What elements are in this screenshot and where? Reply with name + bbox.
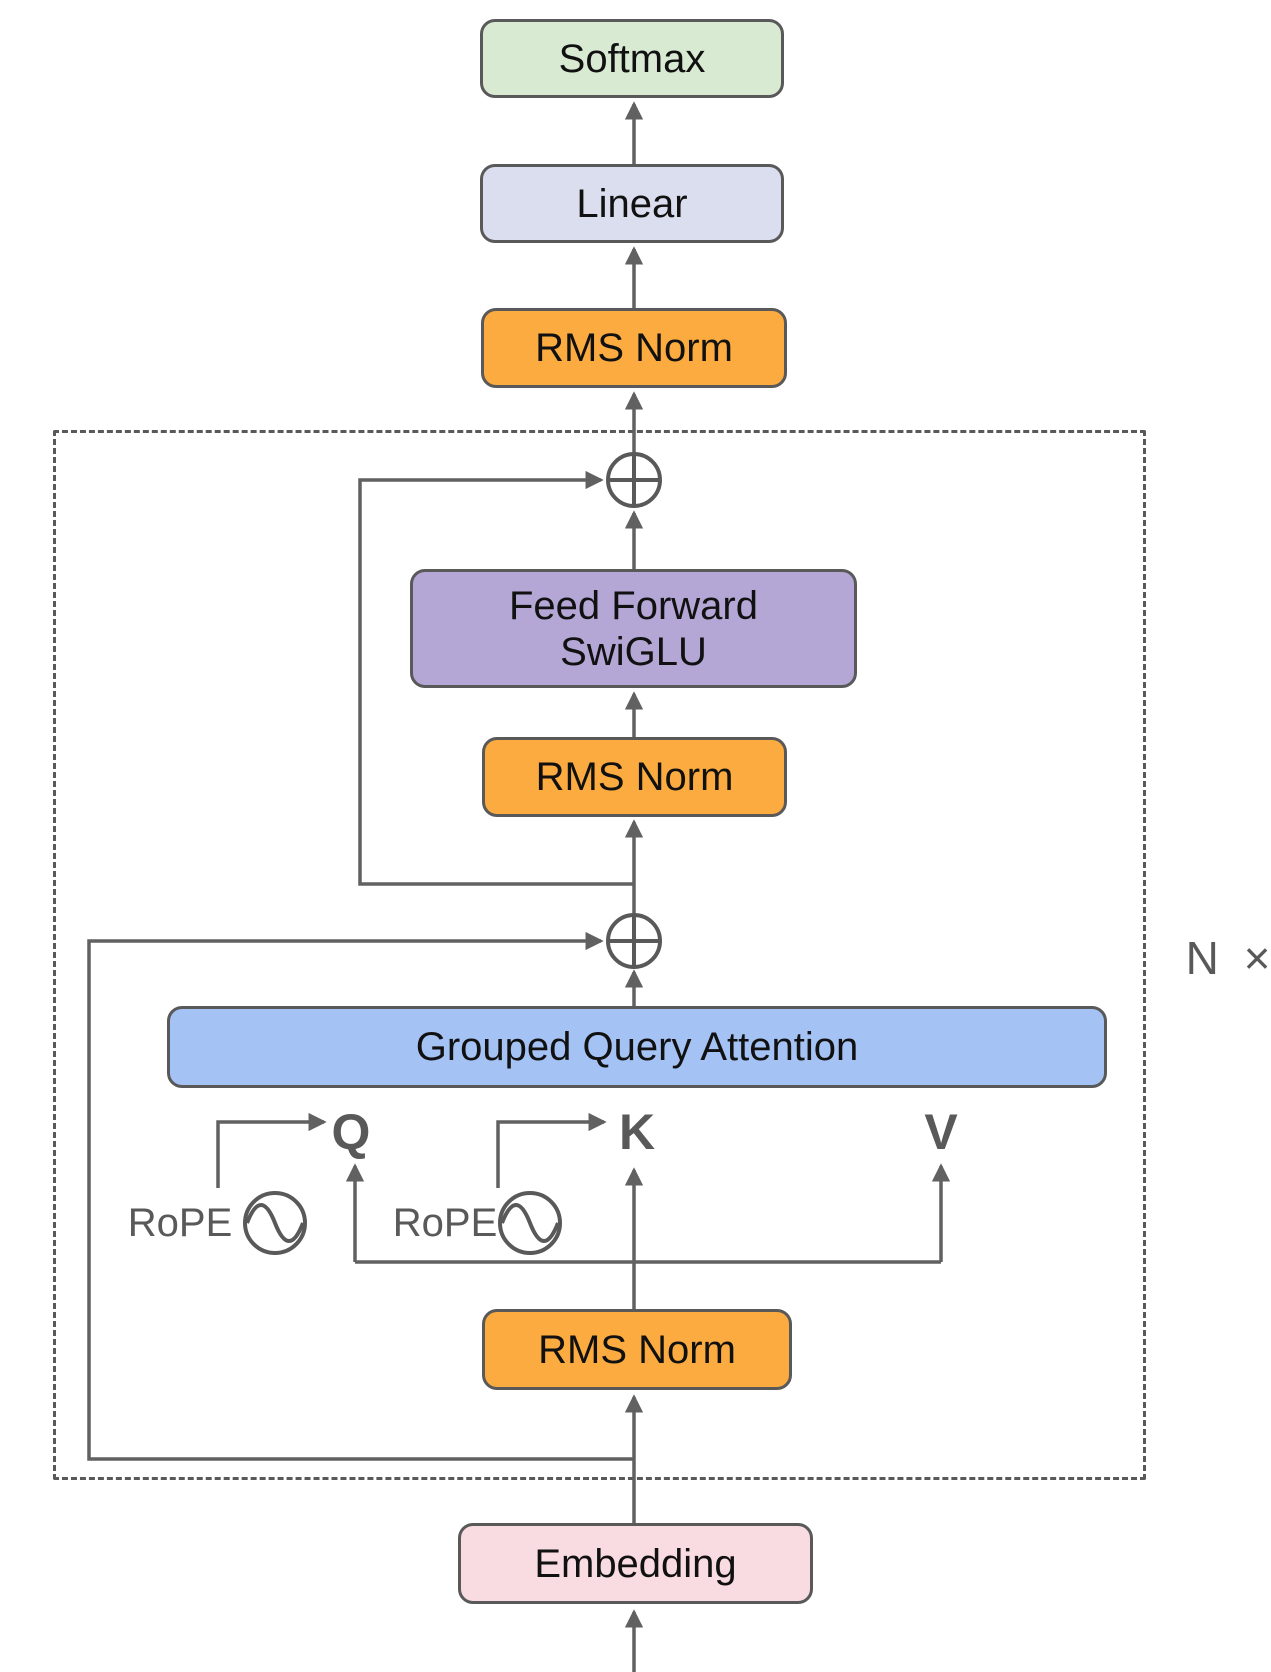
rms-norm-final-block: RMS Norm [481,308,787,388]
query-label: Q [331,1104,371,1160]
linear-block: Linear [480,164,784,243]
repeat-count-label: N × [1185,932,1271,984]
rms-norm-pre-attention-block: RMS Norm [482,1309,792,1390]
value-label: V [924,1104,958,1160]
key-label: K [618,1104,656,1160]
rope-right-sine-icon [498,1191,562,1255]
attention-residual-skip [87,931,634,1461]
rope-left-sine-icon [243,1191,307,1255]
grouped-query-attention-block: Grouped Query Attention [167,1006,1107,1088]
embedding-block: Embedding [458,1523,813,1604]
rope-label-left: RoPE [127,1200,233,1245]
residual-add-bottom-icon [606,913,662,969]
rope-to-q-arrow [216,1112,327,1188]
rms-norm-pre-ffn-block: RMS Norm [482,737,787,817]
rope-to-k-arrow [496,1112,607,1188]
feed-forward-swiglu-block: Feed Forward SwiGLU [410,569,857,688]
rope-label-right: RoPE [392,1200,498,1245]
dashed-layer-boundary [53,430,1146,1480]
residual-add-top-icon [606,452,662,508]
ffn-residual-skip [358,470,634,886]
softmax-block: Softmax [480,19,784,98]
